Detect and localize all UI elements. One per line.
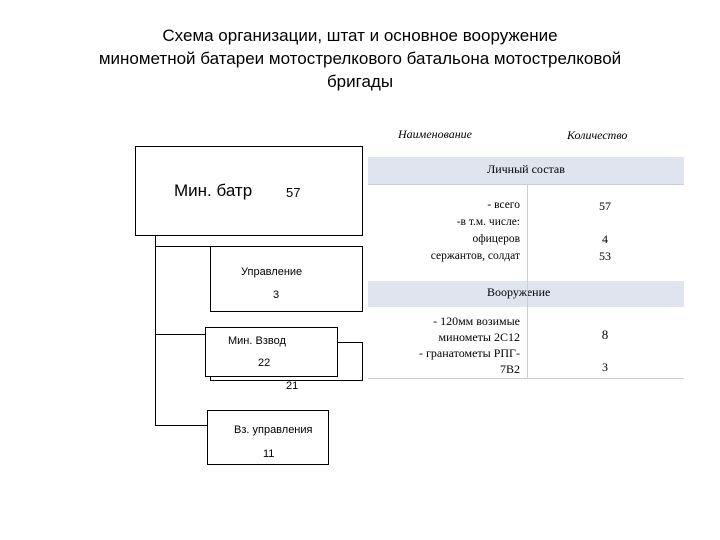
org-management-box: Управление 3 — [210, 246, 363, 312]
personnel-band — [368, 157, 684, 184]
title-line-2: минометной батареи мотострелкового батал… — [98, 49, 622, 68]
org-management-count: 3 — [273, 289, 280, 301]
personnel-qty-total: 57 — [599, 199, 611, 213]
org-control-platoon-count: 11 — [263, 448, 275, 460]
weapons-name-row: минометы 2С12 — [438, 330, 520, 344]
org-management-name: Управление — [241, 266, 303, 278]
divider-line — [368, 378, 684, 379]
weapons-names: - 120мм возимые минометы 2С12 - гранатом… — [370, 313, 520, 377]
connector-line — [155, 246, 210, 247]
weapons-band — [368, 281, 684, 307]
page-title: Схема организации, штат и основное воору… — [40, 24, 680, 93]
weapons-band-label: Вооружение — [487, 285, 551, 299]
weapons-name-row: 7В2 — [499, 362, 520, 376]
personnel-qty-officers: 4 — [602, 232, 608, 246]
org-platoon-name: Мин. Взвод — [228, 335, 286, 347]
weapons-name-row: - гранатометы РПГ- — [418, 346, 520, 360]
weapons-name-row: - 120мм возимые — [433, 314, 520, 328]
personnel-name-row: офицеров — [472, 233, 520, 245]
org-root-name: Мин. батр — [174, 181, 253, 200]
org-platoon-box: Мин. Взвод 22 — [205, 327, 338, 377]
org-control-platoon-box: Вз. управления 11 — [207, 410, 329, 465]
title-line-1: Схема организации, штат и основное воору… — [162, 26, 558, 45]
header-quantity: Количество — [567, 128, 628, 142]
personnel-qty-soldiers: 53 — [599, 249, 611, 263]
connector-line — [155, 236, 156, 425]
org-root-count: 57 — [286, 185, 301, 200]
title-line-3: бригады — [326, 72, 394, 91]
connector-line — [155, 425, 207, 426]
platoon-back-count: 21 — [286, 380, 299, 392]
personnel-band-label: Личный состав — [487, 162, 565, 176]
org-root-box: Мин. батр 57 — [135, 146, 363, 236]
divider-line — [368, 184, 684, 185]
personnel-name-row: -в т.м. числе: — [456, 216, 520, 228]
personnel-name-row: сержантов, солдат — [430, 250, 520, 262]
org-control-platoon-name: Вз. управления — [234, 424, 313, 436]
weapons-qty-grenade: 3 — [602, 360, 608, 374]
personnel-name-row: - всего — [487, 199, 520, 211]
org-platoon-count: 22 — [258, 357, 271, 369]
personnel-names: - всего -в т.м. числе: офицеров сержанто… — [380, 197, 520, 265]
header-name: Наименование — [398, 127, 473, 141]
weapons-qty-mortars: 8 — [601, 327, 609, 342]
column-divider — [527, 184, 528, 378]
connector-line — [155, 334, 205, 335]
